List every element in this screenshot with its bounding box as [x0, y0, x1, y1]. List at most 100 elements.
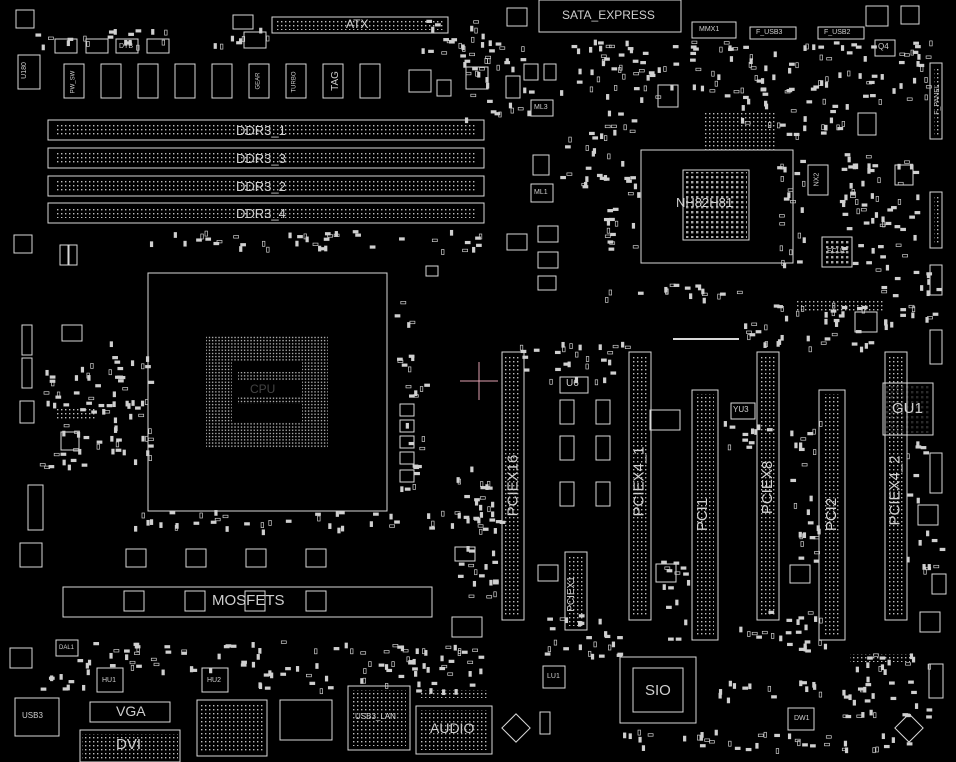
- smd-pad: [466, 546, 470, 552]
- smd-pad: [787, 192, 791, 199]
- smd-pad: [544, 652, 551, 656]
- smd-pad: [606, 219, 611, 226]
- smd-pad: [744, 323, 748, 330]
- smd-pad: [625, 40, 629, 47]
- smd-pad: [640, 97, 644, 103]
- smd-pad: [446, 39, 453, 44]
- smd-pad: [875, 746, 879, 753]
- smd-pad: [312, 242, 319, 246]
- smd-pad: [398, 674, 405, 679]
- smd-pad: [383, 650, 390, 654]
- smd-pad: [457, 650, 461, 656]
- smd-pad: [760, 88, 767, 92]
- smd-pad: [627, 47, 634, 51]
- smd-pad: [35, 33, 42, 37]
- smd-pad: [442, 689, 446, 696]
- smd-pad: [210, 520, 217, 524]
- smd-pad: [820, 80, 824, 86]
- smd-pad: [593, 641, 597, 648]
- smd-pad: [861, 307, 865, 314]
- smd-pad: [800, 207, 804, 213]
- smd-pad: [825, 735, 832, 739]
- smd-pad: [621, 341, 625, 348]
- smd-pad: [609, 44, 615, 49]
- smd-pad: [754, 75, 758, 81]
- smd-pad: [217, 653, 221, 660]
- smd-pad: [441, 51, 448, 55]
- smd-pad: [431, 681, 438, 686]
- smd-pad: [589, 131, 595, 136]
- smd-pad: [522, 355, 529, 359]
- smd-pad: [927, 279, 931, 285]
- smd-pad: [471, 36, 475, 43]
- smd-pad: [796, 619, 800, 625]
- smd-pad: [585, 356, 590, 362]
- smd-pad: [889, 681, 895, 685]
- front-usb3-label: F_USB3: [756, 29, 783, 36]
- smd-pad: [927, 663, 931, 670]
- smd-pad: [757, 424, 761, 431]
- dvi-port-label: DVI: [116, 736, 142, 753]
- smd-pad: [607, 240, 614, 244]
- super-io-label: SIO: [645, 682, 671, 699]
- smd-pad: [114, 425, 118, 432]
- smd-pad: [728, 47, 734, 51]
- smd-pad: [728, 740, 732, 747]
- smd-pad: [112, 401, 116, 408]
- smd-pad: [259, 27, 263, 34]
- smd-pad: [62, 430, 66, 437]
- smd-pad: [499, 46, 506, 50]
- smd-pad: [855, 45, 862, 49]
- smd-pad: [604, 135, 608, 141]
- smd-pad: [776, 341, 780, 347]
- smd-pad: [77, 659, 84, 663]
- smd-pad: [851, 342, 858, 346]
- smd-pad: [800, 159, 806, 164]
- smd-pad: [378, 663, 385, 667]
- smd-pad: [866, 261, 872, 265]
- smd-pad: [161, 669, 165, 676]
- smd-pad: [309, 681, 316, 685]
- smd-pad: [161, 39, 165, 46]
- smd-pad: [803, 116, 807, 122]
- smd-pad: [608, 247, 615, 251]
- smd-pad: [431, 238, 438, 242]
- smd-pad: [146, 519, 150, 526]
- smd-pad: [913, 41, 919, 45]
- smd-pad: [40, 687, 47, 691]
- smd-pad: [67, 464, 71, 471]
- smd-pad: [790, 200, 796, 204]
- smd-pad: [923, 451, 930, 455]
- smd-pad: [574, 377, 579, 384]
- smd-pad: [306, 673, 312, 678]
- smd-pad: [829, 117, 834, 124]
- smd-pad: [709, 89, 716, 93]
- smd-pad: [148, 455, 152, 461]
- smd-pad: [466, 517, 470, 524]
- smd-pad: [718, 692, 722, 699]
- smd-pad: [863, 56, 867, 62]
- smd-pad: [421, 436, 425, 442]
- smd-pad: [124, 649, 130, 653]
- pcie-x16-label: PCIEX16: [504, 454, 522, 517]
- smd-pad: [125, 654, 129, 661]
- smd-pad: [807, 432, 814, 436]
- smd-pad: [789, 249, 793, 256]
- smd-pad: [749, 58, 753, 65]
- smd-pad: [585, 166, 592, 170]
- smd-pad: [240, 243, 246, 247]
- smd-pad: [86, 41, 90, 47]
- smd-pad: [820, 131, 827, 135]
- smd-pad: [832, 104, 839, 108]
- smd-pad: [285, 519, 292, 523]
- smd-pad: [881, 290, 888, 294]
- smd-pad: [404, 487, 411, 491]
- smd-pad: [333, 233, 340, 237]
- smd-pad: [899, 52, 906, 56]
- smd-pad: [891, 206, 897, 210]
- smd-pad: [505, 58, 509, 64]
- smd-pad: [824, 124, 828, 131]
- smd-pad: [584, 181, 588, 188]
- smd-pad: [85, 662, 89, 669]
